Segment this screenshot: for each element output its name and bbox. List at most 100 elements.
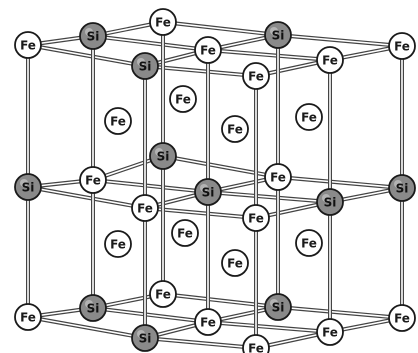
si-atom-shading <box>270 27 278 35</box>
si-label: Si <box>22 181 35 195</box>
lattice-si-atom: Si <box>388 174 416 202</box>
lattice-si-atom: Si <box>131 324 159 352</box>
fe-atom-sphere <box>169 85 197 113</box>
fe-label: Fe <box>248 70 264 84</box>
fe-atom-sphere <box>79 166 107 194</box>
si-atom-shading <box>85 28 93 36</box>
fe-label: Fe <box>200 44 216 58</box>
bond-depth-highlight <box>162 155 279 178</box>
lattice-fe-atom: Fe <box>316 46 344 74</box>
fe-label: Fe <box>155 288 171 302</box>
fe-atom-sphere <box>104 230 132 258</box>
bond-depth-highlight <box>27 186 146 209</box>
lattice-fe-atom: Fe <box>242 204 270 232</box>
si-label: Si <box>139 332 152 346</box>
fe-label: Fe <box>248 342 264 353</box>
fe-atom-sphere <box>221 115 249 143</box>
fe-label: Fe <box>394 312 410 326</box>
lattice-si-atom: Si <box>264 21 292 49</box>
lattice-fe-atom: Fe <box>388 304 416 332</box>
si-label: Si <box>87 302 100 316</box>
lattice-fe-atom: Fe <box>242 62 270 90</box>
fe-atom-sphere <box>14 31 42 59</box>
lattice-si-atom: Si <box>131 52 159 80</box>
lattice-fe-atom: Fe <box>14 303 42 331</box>
fe-atom-sphere <box>149 280 177 308</box>
bond-depth-highlight <box>207 49 331 61</box>
fe-label: Fe <box>322 326 338 340</box>
fe-label: Fe <box>301 237 317 251</box>
lattice-fe-atom: Fe <box>388 32 416 60</box>
interior-fe-atom: Fe <box>169 85 197 113</box>
bond-depth-highlight <box>207 191 331 203</box>
lattice-fe-atom: Fe <box>264 163 292 191</box>
lattice-si-atom: Si <box>14 173 42 201</box>
bond-network <box>26 20 404 350</box>
lattice-si-atom: Si <box>149 142 177 170</box>
fe-atom-sphere <box>295 229 323 257</box>
fe-label: Fe <box>301 111 317 125</box>
lattice-fe-atom: Fe <box>14 31 42 59</box>
bond-depth-highlight <box>27 44 146 67</box>
bond-depth-highlight <box>144 337 257 349</box>
interior-fe-atom: Fe <box>171 219 199 247</box>
fe-label: Fe <box>110 115 126 129</box>
fe-label: Fe <box>110 238 126 252</box>
interior-fe-atom: Fe <box>104 230 132 258</box>
si-atom-shading <box>200 184 208 192</box>
lattice-fe-atom: Fe <box>194 308 222 336</box>
lattice-fe-atom: Fe <box>149 280 177 308</box>
fe-atom-sphere <box>221 249 249 277</box>
si-atom-shading <box>137 330 145 338</box>
fe-atom-sphere <box>14 303 42 331</box>
si-atom-shading <box>155 148 163 156</box>
interior-fe-atom: Fe <box>104 107 132 135</box>
fe-label: Fe <box>200 316 216 330</box>
fe-label: Fe <box>227 257 243 271</box>
bond-depth-highlight <box>277 176 403 189</box>
fe-atom-sphere <box>242 62 270 90</box>
lattice-fe-atom: Fe <box>242 334 270 353</box>
fe-atom-sphere <box>104 107 132 135</box>
si-atom-shading <box>394 180 402 188</box>
fe-label: Fe <box>175 93 191 107</box>
si-label: Si <box>87 30 100 44</box>
fe-atom-sphere <box>316 46 344 74</box>
lattice-fe-atom: Fe <box>79 166 107 194</box>
si-label: Si <box>139 60 152 74</box>
fe-label: Fe <box>137 202 153 216</box>
fe-atom-sphere <box>242 204 270 232</box>
fe-atom-sphere <box>242 334 270 353</box>
si-atom-shading <box>137 58 145 66</box>
interior-fe-atom: Fe <box>295 103 323 131</box>
si-label: Si <box>272 301 285 315</box>
fe-atom-sphere <box>131 194 159 222</box>
fe-label: Fe <box>322 54 338 68</box>
fe-label: Fe <box>85 174 101 188</box>
lattice-fe-atom: Fe <box>131 194 159 222</box>
fe-atom-sphere <box>194 308 222 336</box>
fe-atom-sphere <box>316 318 344 346</box>
fe-atom-sphere <box>295 103 323 131</box>
si-label: Si <box>324 196 337 210</box>
fe-atom-sphere <box>264 163 292 191</box>
si-atom-shading <box>85 300 93 308</box>
lattice-si-atom: Si <box>194 178 222 206</box>
si-atom-shading <box>270 299 278 307</box>
lattice-fe-atom: Fe <box>194 36 222 64</box>
lattice-si-atom: Si <box>79 22 107 50</box>
fe-atom-sphere <box>388 32 416 60</box>
bond-depth-highlight <box>92 307 209 323</box>
fe-label: Fe <box>394 40 410 54</box>
bond-depth-highlight <box>277 306 403 319</box>
fe-label: Fe <box>155 16 171 30</box>
bond-depth-highlight <box>277 34 403 47</box>
fe-atom-sphere <box>194 36 222 64</box>
fe-atom-sphere <box>388 304 416 332</box>
si-label: Si <box>396 182 409 196</box>
lattice-fe-atom: Fe <box>316 318 344 346</box>
bond-depth-highlight <box>92 35 209 51</box>
interior-fe-atom: Fe <box>221 115 249 143</box>
